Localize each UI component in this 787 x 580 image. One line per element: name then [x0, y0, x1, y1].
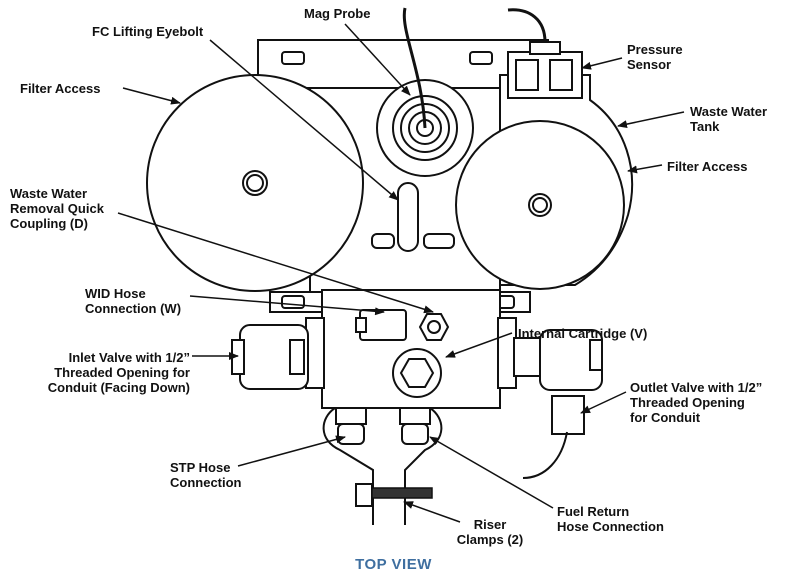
- fuel-return-fitting: [401, 423, 429, 445]
- leader-internal-cartridge: [445, 332, 513, 358]
- riser-clamp-bolt: [355, 483, 373, 507]
- leader-wid-hose: [189, 295, 385, 316]
- leader-pressure-sensor: [581, 57, 623, 70]
- leader-outlet-valve: [580, 391, 627, 414]
- label-outlet-valve: Outlet Valve with 1/2” Threaded Opening …: [630, 380, 763, 425]
- pressure-sensor-cable: [507, 8, 547, 43]
- label-stp-hose: STP Hose Connection: [170, 460, 242, 490]
- label-waste-water-tank: Waste Water Tank: [690, 104, 768, 134]
- leader-stp-hose: [237, 435, 346, 467]
- leader-mag-probe: [344, 23, 411, 96]
- label-filter-access-left: Filter Access: [20, 81, 101, 96]
- leader-filter-left: [122, 87, 181, 105]
- label-waste-water-removal: Waste Water Removal Quick Coupling (D): [10, 186, 104, 231]
- leader-eyebolt: [209, 39, 399, 201]
- lifting-eyebolt-slot: [397, 182, 419, 252]
- label-riser-clamps: Riser Clamps (2): [456, 517, 524, 547]
- label-pressure-sensor: Pressure Sensor: [627, 42, 683, 72]
- leader-waste-removal: [117, 212, 434, 314]
- label-fc-lifting-eyebolt: FC Lifting Eyebolt: [92, 24, 204, 39]
- stp-hose-fitting: [337, 423, 365, 445]
- view-title: TOP VIEW: [355, 556, 432, 573]
- leader-fuel-return: [429, 436, 554, 509]
- label-inlet-valve: Inlet Valve with 1/2” Threaded Opening f…: [47, 350, 190, 395]
- label-filter-access-right: Filter Access: [667, 159, 748, 174]
- label-mag-probe: Mag Probe: [304, 6, 371, 21]
- label-fuel-return: Fuel Return Hose Connection: [557, 504, 664, 534]
- label-internal-cartridge: Internal Cartridge (V): [518, 326, 648, 341]
- mag-probe-cable: [402, 7, 427, 129]
- leader-waste-tank: [617, 111, 685, 129]
- leader-filter-right: [627, 164, 663, 174]
- top-mounting-plate: [257, 39, 549, 89]
- label-wid-hose-connection: WID Hose Connection (W): [85, 286, 182, 316]
- leader-riser-clamps: [403, 501, 461, 523]
